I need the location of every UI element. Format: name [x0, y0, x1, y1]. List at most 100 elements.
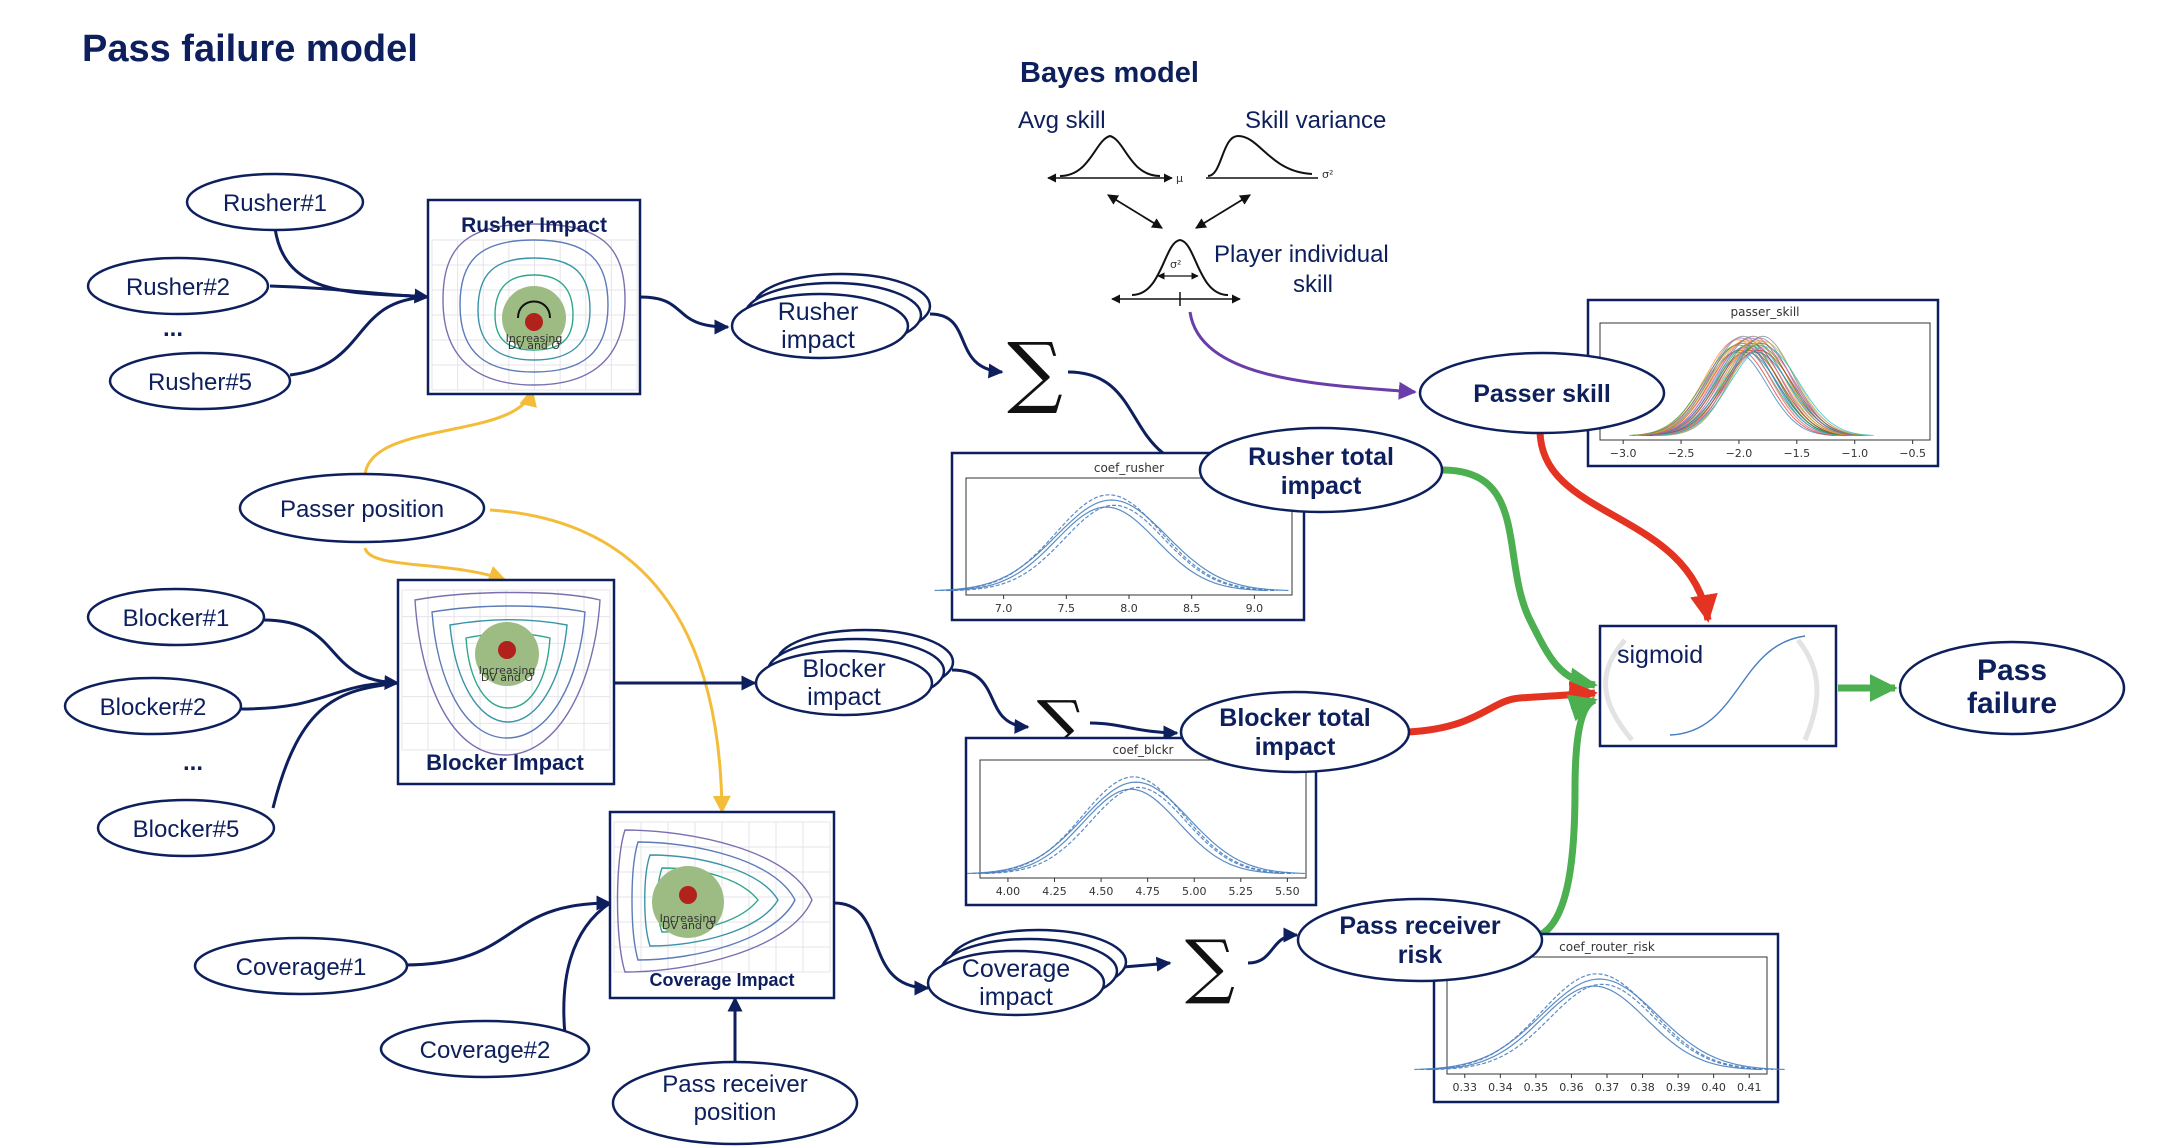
- passer-to-rusher-impact: [363, 388, 537, 476]
- coverage2-to-impact: [562, 901, 611, 1036]
- passer-chart-series: [1629, 335, 1874, 436]
- blocker-center-label-2: DV and O: [481, 671, 533, 684]
- avg-skill-label: Avg skill: [1018, 107, 1106, 134]
- x-tick-label: 5.50: [1275, 885, 1300, 898]
- rusher1-label: Rusher#1: [223, 190, 327, 217]
- pass-receiver-position-node: [611, 1060, 859, 1146]
- coverage-center-label-1: Increasing: [660, 912, 717, 925]
- x-tick-label: 0.34: [1488, 1081, 1513, 1094]
- rusher-ellipsis: ...: [163, 315, 183, 342]
- coverage-sigma-to-risk: [1247, 927, 1299, 965]
- blocker1-to-impact: [262, 618, 400, 690]
- rusher-stack-front: [730, 292, 910, 360]
- coverage-contour-3: [644, 854, 779, 947]
- coverage-stack-label-2: impact: [979, 983, 1053, 1011]
- rusher-stack-label-2: impact: [781, 326, 855, 354]
- x-tick-label: 5.25: [1229, 885, 1254, 898]
- x-tick-label: 0.39: [1666, 1081, 1691, 1094]
- blocker-total-label-1: Blocker total: [1219, 704, 1370, 732]
- density-series-line: [1426, 985, 1762, 1071]
- x-tick-label: −2.0: [1726, 447, 1753, 460]
- bayes-model: Bayes model Avg skill Skill variance μ σ…: [1018, 57, 1389, 306]
- passer-position-node: [238, 472, 486, 544]
- x-tick-label: 0.40: [1701, 1081, 1726, 1094]
- passer-position-label: Passer position: [280, 496, 444, 523]
- blocker5-label: Blocker#5: [133, 816, 240, 843]
- passer-to-coverage-impact: [489, 508, 731, 814]
- x-tick-label: 0.38: [1630, 1081, 1655, 1094]
- pass-receiver-risk-label-2: risk: [1398, 941, 1443, 969]
- rusher-impact-stack: Rusher impact: [730, 272, 932, 360]
- coverage-center-icon: [679, 886, 697, 904]
- density-series-line: [1659, 340, 1868, 436]
- total-nodes: Rusher total impact Blocker total impact…: [1179, 351, 1666, 983]
- rusher-contour-2: [459, 239, 609, 373]
- x-tick-label: 4.25: [1042, 885, 1067, 898]
- router-chart-series: [1414, 973, 1785, 1071]
- blocker-chart-series: [966, 776, 1305, 875]
- rusher1-node: [185, 172, 365, 232]
- player-individual-label-2: skill: [1293, 271, 1333, 298]
- skill-variance-curve: [1207, 134, 1313, 177]
- coverage2-node: [379, 1019, 591, 1079]
- pass-failure-node: Pass failure: [1898, 640, 2126, 736]
- rusher5-to-impact: [289, 295, 429, 377]
- sigma-squared-symbol: σ²: [1322, 168, 1333, 181]
- individual-sigma-symbol: σ²: [1170, 258, 1181, 271]
- x-tick-label: 9.0: [1246, 602, 1264, 615]
- x-tick-label: 4.75: [1135, 885, 1160, 898]
- blocker-ellipsis: ...: [183, 749, 203, 776]
- passer-skill-node: [1418, 351, 1666, 435]
- blocker-chart-axes: [979, 759, 1307, 879]
- x-tick-label: 4.50: [1089, 885, 1114, 898]
- sigmoid-label: sigmoid: [1617, 641, 1703, 669]
- x-tick-label: 8.5: [1183, 602, 1201, 615]
- rusher-total-to-sigmoid: [1441, 466, 1598, 696]
- coverage-stack-front: [926, 949, 1106, 1017]
- pass-failure-label-1: Pass: [1977, 654, 2047, 687]
- pass-failure-label-2: failure: [1967, 687, 2057, 720]
- x-tick-label: −3.0: [1610, 447, 1637, 460]
- blocker1-label: Blocker#1: [123, 605, 230, 632]
- blocker-impact-title: Blocker Impact: [426, 750, 584, 775]
- bayes-arrow-right: [1195, 194, 1251, 229]
- rusher-center-label-1: Increasing: [506, 332, 563, 345]
- x-tick-label: 7.0: [995, 602, 1013, 615]
- coverage-impact-box: Increasing DV and O Coverage Impact: [608, 810, 836, 1000]
- rusher5-node: [108, 351, 292, 411]
- coverage-center-label-2: DV and O: [662, 919, 714, 932]
- density-series-line: [1655, 346, 1874, 436]
- passer-chart-ticks: −3.0−2.5−2.0−1.5−1.0−0.5: [1610, 440, 1926, 460]
- sigmoid-frame: [1598, 624, 1838, 748]
- coverage-impact-title: Coverage Impact: [649, 970, 794, 990]
- avg-skill-curve: [1059, 134, 1161, 177]
- blocker-impact-stack: Blocker impact: [754, 628, 955, 717]
- density-series-line: [977, 788, 1284, 875]
- density-series-line: [1420, 973, 1774, 1070]
- rusher-total-node: [1198, 426, 1444, 514]
- rusher-center-label-2: DV and O: [508, 339, 560, 352]
- rusher5-label: Rusher#5: [148, 369, 252, 396]
- skill-variance-label: Skill variance: [1245, 107, 1386, 134]
- pass-failure-ellipse: [1898, 640, 2126, 736]
- bayes-to-passer-skill: [1188, 311, 1417, 400]
- density-series-line: [1434, 983, 1770, 1071]
- blocker-stack-label-2: impact: [807, 683, 881, 711]
- density-series-line: [946, 506, 1267, 592]
- pass-receiver-position-label-1: Pass receiver: [662, 1071, 807, 1098]
- blocker1-node: [86, 587, 266, 647]
- blocker-stack-label-1: Blocker: [802, 655, 885, 683]
- rusher-sum-icon: ∑: [1007, 327, 1063, 417]
- sigmoid-left-bracket: [1603, 638, 1634, 742]
- coverage1-label: Coverage#1: [236, 954, 367, 981]
- blocker-stack-front: [754, 649, 934, 717]
- coverage-stack-label-1: Coverage: [962, 955, 1070, 983]
- player-individual-label-1: Player individual: [1214, 241, 1389, 268]
- coverage1-to-impact: [403, 895, 612, 967]
- rusher-contour-3: [477, 257, 591, 361]
- density-series-line: [1664, 335, 1862, 436]
